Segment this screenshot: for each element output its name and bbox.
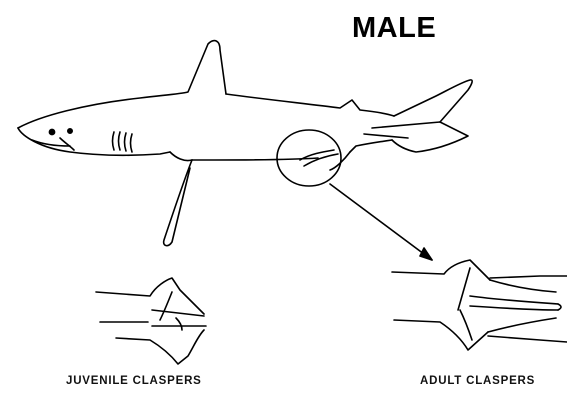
adult-claspers-label: ADULT CLASPERS: [420, 375, 535, 387]
shark-body: [18, 41, 472, 246]
pointer-arrow: [330, 184, 432, 260]
juvenile-claspers-drawing: [96, 278, 206, 364]
diagram-title: MALE: [352, 12, 436, 45]
juvenile-claspers-label: JUVENILE CLASPERS: [66, 375, 202, 387]
adult-claspers-drawing: [392, 260, 567, 350]
